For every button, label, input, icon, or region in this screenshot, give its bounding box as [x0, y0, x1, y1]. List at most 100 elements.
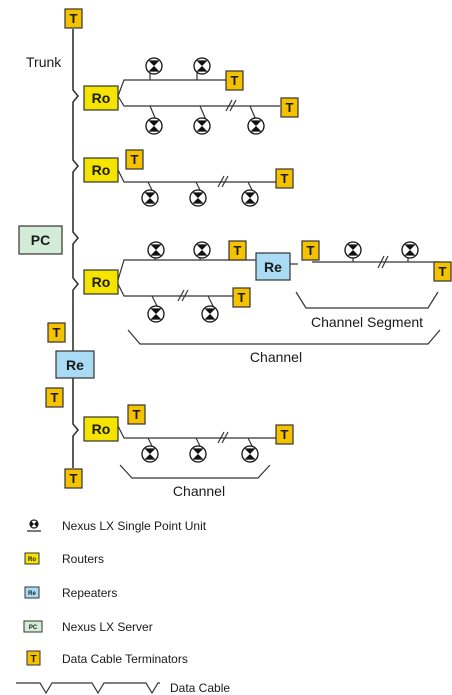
cable-break: [217, 175, 229, 188]
router-icon: Ro: [24, 552, 40, 565]
repeater: Re: [255, 252, 291, 281]
legend-label: Data Cable Terminators: [62, 652, 188, 666]
single-point-unit: [344, 241, 362, 259]
terminator: T: [225, 70, 244, 91]
legend-label: Repeaters: [62, 586, 117, 600]
repeater-icon: Re: [24, 586, 40, 599]
cable: [151, 295, 215, 309]
single-point-unit-icon: [27, 519, 41, 532]
single-point-unit: [141, 189, 159, 207]
cable: [290, 261, 440, 265]
router: Ro: [83, 85, 119, 111]
single-point-unit: [189, 445, 207, 463]
svg-text:PC: PC: [29, 625, 38, 631]
single-point-unit: [241, 445, 259, 463]
svg-text:T: T: [131, 152, 139, 167]
single-point-unit: [145, 117, 163, 135]
terminator: T: [275, 168, 294, 189]
single-point-unit: [241, 189, 259, 207]
svg-text:Re: Re: [28, 591, 36, 597]
repeater: Re: [55, 350, 95, 379]
single-point-unit: [147, 305, 165, 323]
svg-text:T: T: [281, 427, 289, 442]
svg-text:T: T: [307, 243, 315, 258]
trunk-label: Trunk: [26, 54, 62, 70]
cable: [117, 169, 282, 183]
cable-break: [177, 289, 189, 302]
single-point-unit: [145, 57, 163, 75]
terminator: T: [47, 322, 66, 343]
single-point-unit: [147, 241, 165, 259]
terminator: T: [228, 240, 247, 261]
cable: [117, 425, 282, 439]
svg-text:T: T: [70, 11, 78, 26]
svg-text:Ro: Ro: [92, 274, 111, 290]
svg-text:T: T: [70, 471, 78, 486]
svg-text:T: T: [51, 390, 59, 405]
router: Ro: [83, 157, 119, 183]
legend-label: Routers: [62, 552, 104, 566]
svg-text:T: T: [439, 264, 447, 279]
cable: [117, 79, 232, 97]
single-point-unit: [193, 117, 211, 135]
channel-segment-label: Channel Segment: [311, 314, 423, 330]
cable: [352, 256, 409, 262]
channel-lower-label: Channel: [173, 483, 225, 499]
svg-text:Ro: Ro: [92, 162, 111, 178]
terminator: T: [127, 404, 146, 425]
terminator: T: [433, 261, 452, 282]
svg-text:T: T: [238, 290, 246, 305]
single-point-units: [141, 57, 419, 463]
single-point-unit: [193, 57, 211, 75]
svg-text:PC: PC: [31, 232, 50, 248]
svg-text:T: T: [30, 654, 36, 665]
single-point-unit: [189, 189, 207, 207]
single-point-unit: [201, 305, 219, 323]
channel-label: Channel: [250, 349, 302, 365]
legend: Nexus LX Single Point Unit Ro Routers Re…: [16, 519, 230, 695]
router: Ro: [83, 416, 119, 442]
single-point-unit: [193, 241, 211, 259]
terminator: T: [275, 424, 294, 445]
single-point-unit: [401, 241, 419, 259]
data-cable-icon: [16, 682, 160, 695]
svg-text:T: T: [133, 407, 141, 422]
router: Ro: [83, 269, 119, 295]
cable-break: [225, 99, 237, 112]
svg-text:T: T: [281, 171, 289, 186]
svg-text:T: T: [53, 325, 61, 340]
svg-text:Re: Re: [264, 259, 282, 275]
terminator: T: [64, 8, 83, 29]
channel-bracket: [127, 329, 441, 345]
svg-text:Ro: Ro: [92, 421, 111, 437]
svg-text:T: T: [231, 73, 239, 88]
terminator: T: [232, 287, 251, 308]
legend-label: Nexus LX Single Point Unit: [62, 519, 207, 533]
single-point-unit: [141, 445, 159, 463]
pc-server: PC: [18, 225, 63, 255]
channel-segment-bracket: [295, 291, 439, 309]
cable: [117, 283, 240, 297]
terminator-icon: T: [26, 650, 41, 666]
trunk-line: [72, 29, 80, 468]
legend-label: Nexus LX Server: [62, 620, 153, 634]
terminator: T: [301, 240, 320, 261]
terminator: T: [125, 149, 144, 170]
server-icon: PC: [23, 620, 43, 633]
cable-break: [377, 255, 389, 269]
cable: [117, 259, 256, 281]
terminator: T: [45, 387, 64, 408]
svg-text:Ro: Ro: [28, 557, 36, 563]
svg-text:Ro: Ro: [92, 90, 111, 106]
svg-text:T: T: [234, 243, 242, 258]
single-point-unit: [247, 117, 265, 135]
terminator: T: [280, 97, 299, 118]
terminator: T: [64, 468, 83, 489]
cable-break: [217, 431, 229, 444]
legend-label: Data Cable: [170, 681, 230, 695]
svg-text:T: T: [286, 100, 294, 115]
cable: [117, 95, 280, 107]
channel-lower-bracket: [119, 464, 271, 479]
svg-text:Re: Re: [66, 357, 84, 373]
